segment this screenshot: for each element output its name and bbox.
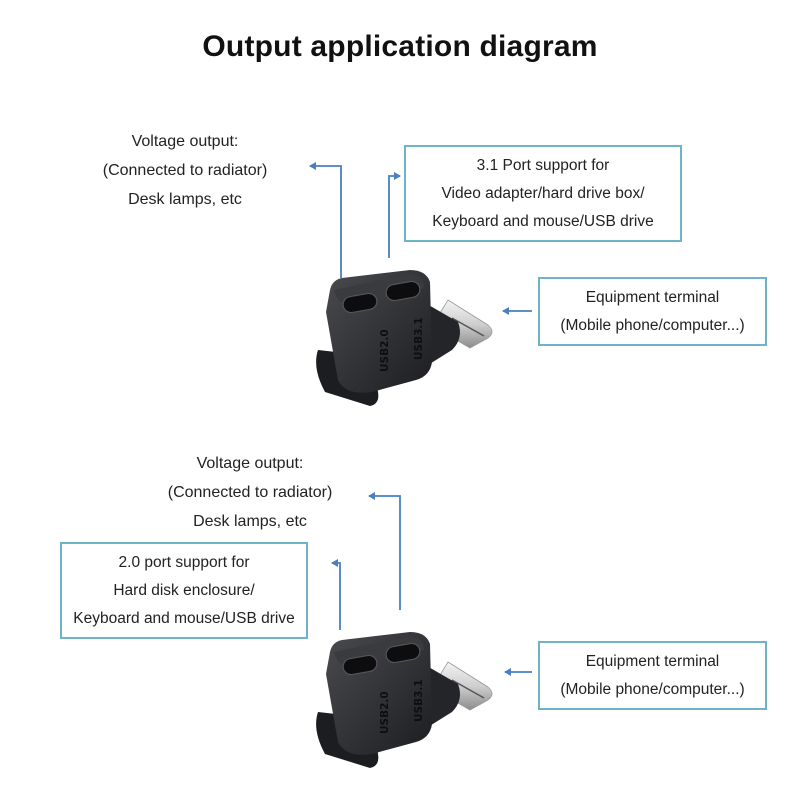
voltage-line-2: (Connected to radiator)	[102, 162, 268, 179]
diagram-title: Output application diagram	[202, 30, 598, 63]
arrow-to-voltage-bottom	[368, 492, 401, 610]
equipment-terminal-box-bottom: Equipment terminal (Mobile phone/compute…	[538, 641, 767, 710]
equipment-line-1: Equipment terminal	[585, 288, 720, 306]
port-label-usb20: USB2.0	[379, 329, 391, 372]
port-box-line-1: 2.0 port support for	[118, 553, 250, 571]
port-label-usb31: USB3.1	[413, 679, 425, 722]
port-box-line-3: Keyboard and mouse/USB drive	[73, 609, 295, 627]
voltage-line-1: Voltage output:	[131, 133, 239, 150]
port-box-line-3: Keyboard and mouse/USB drive	[432, 212, 654, 230]
usb-adapter-device-top: USB2.0 USB3.1	[316, 270, 493, 406]
equipment-line-1: Equipment terminal	[585, 652, 720, 670]
voltage-output-label-bottom: Voltage output: (Connected to radiator) …	[140, 449, 360, 536]
usb-c-port-right	[385, 642, 421, 664]
arrow-to-port20-box	[331, 559, 341, 630]
voltage-output-label-top: Voltage output: (Connected to radiator) …	[75, 127, 295, 214]
usb-c-port-left	[342, 654, 378, 676]
arrow-to-port31-box	[388, 172, 401, 258]
usb-c-port-left	[342, 292, 378, 314]
equipment-line-2: (Mobile phone/computer...)	[560, 316, 745, 334]
usb-c-port-right	[385, 280, 421, 302]
port-box-line-1: 3.1 Port support for	[476, 156, 610, 174]
port-label-usb20: USB2.0	[379, 691, 391, 734]
port31-support-box: 3.1 Port support for Video adapter/hard …	[404, 145, 682, 242]
voltage-line-3: Desk lamps, etc	[193, 513, 307, 530]
arrow-to-voltage-top	[309, 162, 342, 278]
equipment-terminal-box-top: Equipment terminal (Mobile phone/compute…	[538, 277, 767, 346]
usb-adapter-device-bottom: USB2.0 USB3.1	[316, 632, 493, 768]
voltage-line-3: Desk lamps, etc	[128, 191, 242, 208]
voltage-line-2: (Connected to radiator)	[167, 484, 333, 501]
voltage-line-1: Voltage output:	[196, 455, 304, 472]
port-box-line-2: Video adapter/hard drive box/	[441, 184, 645, 202]
port20-support-box: 2.0 port support for Hard disk enclosure…	[60, 542, 308, 639]
port-label-usb31: USB3.1	[413, 317, 425, 360]
equipment-line-2: (Mobile phone/computer...)	[560, 680, 745, 698]
port-box-line-2: Hard disk enclosure/	[113, 581, 255, 599]
